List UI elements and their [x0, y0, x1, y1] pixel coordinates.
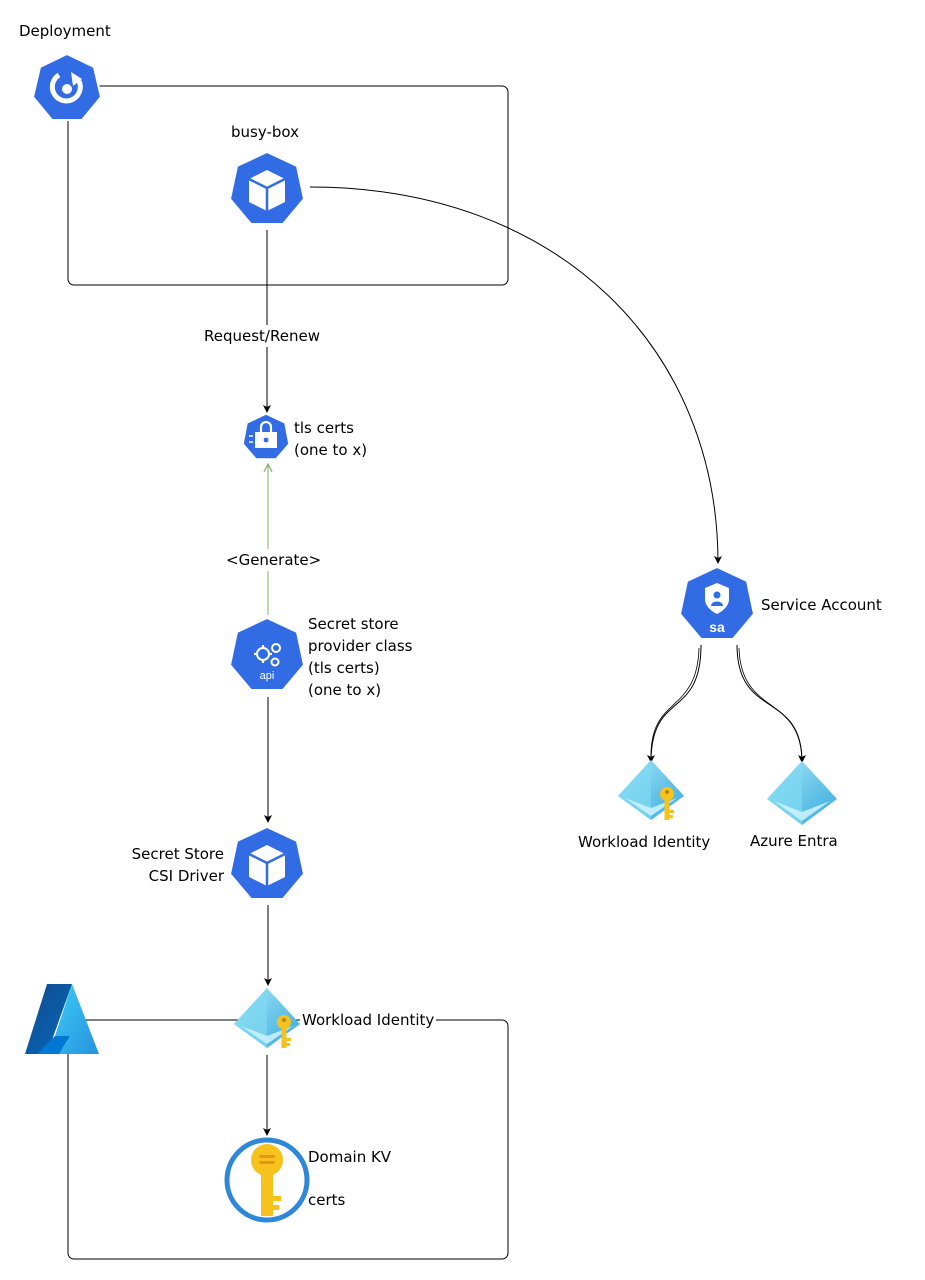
busy-box-pod-icon [228, 150, 306, 225]
generate-label: <Generate> [224, 549, 324, 571]
service-account-label: Service Account [761, 596, 882, 614]
workload-identity-label: Workload Identity [578, 833, 711, 851]
domain-kv-label: Domain KV [308, 1148, 392, 1166]
csi-driver-pod-icon [228, 825, 306, 900]
azure-entra-icon [767, 761, 837, 825]
tls-secret-icon [242, 413, 290, 460]
workload-identity-bottom-label: Workload Identity [300, 1009, 437, 1031]
api-badge-text: api [260, 670, 275, 682]
edge-sa-to-workload-identity [647, 644, 702, 763]
edge-sa-to-entra [736, 644, 806, 763]
csi-driver-label: Secret Store CSI Driver [98, 843, 224, 887]
tls-certs-label: tls certs (one to x) [294, 417, 367, 461]
tls-certs-label-line-1: tls certs [294, 419, 354, 437]
service-account-icon: sa [678, 565, 756, 640]
edge-busybox-to-sa [309, 186, 722, 564]
workload-identity-icon [618, 760, 684, 820]
azure-entra-label: Azure Entra [750, 832, 838, 850]
secret-provider-class-line-2: provider class [308, 637, 413, 655]
azure-container [67, 1019, 509, 1260]
azure-logo-icon [25, 984, 99, 1054]
secret-provider-class-line-4: (one to x) [308, 681, 382, 699]
request-renew-label: Request/Renew [202, 325, 322, 347]
secret-provider-class-label: Secret store provider class (tls certs) … [308, 613, 413, 701]
busy-box-label: busy-box [231, 123, 299, 141]
secret-provider-class-line-3: (tls certs) [308, 659, 380, 677]
edge-sa-to-entra-dup [738, 647, 803, 761]
deployment-label: Deployment [19, 22, 111, 40]
secret-provider-class-icon: api [228, 616, 306, 691]
edge-sa-to-workload-identity-dup [650, 647, 700, 761]
secret-provider-class-line-1: Secret store [308, 615, 399, 633]
key-vault-icon [224, 1137, 310, 1223]
csi-driver-label-line-2: CSI Driver [148, 867, 224, 885]
tls-certs-label-line-2: (one to x) [294, 441, 368, 459]
sa-badge-text: sa [709, 619, 725, 635]
certs-label: certs [308, 1191, 346, 1209]
csi-driver-label-line-1: Secret Store [131, 845, 224, 863]
workload-identity-bottom-icon [234, 988, 300, 1048]
deployment-icon [31, 52, 103, 121]
deployment-container [67, 85, 509, 286]
